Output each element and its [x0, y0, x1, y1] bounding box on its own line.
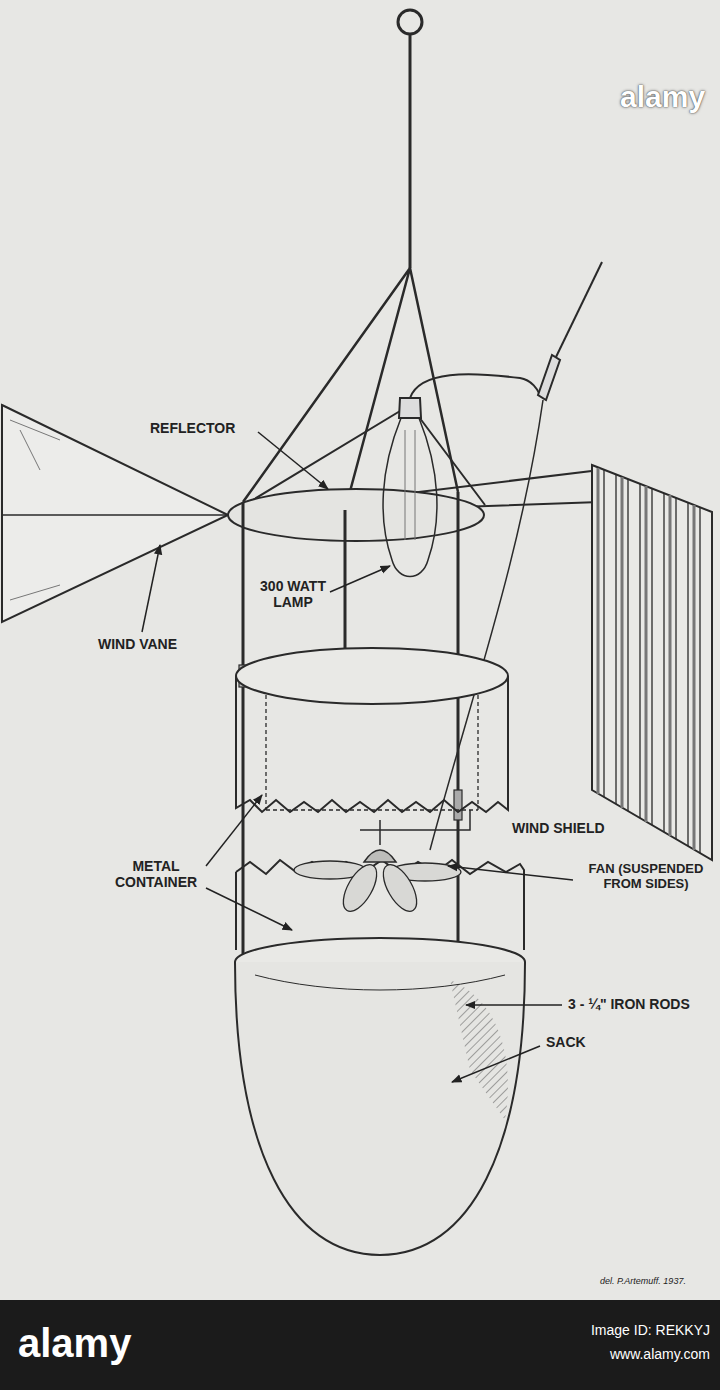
part-label: WIND VANE	[98, 636, 208, 652]
metal-container	[236, 648, 524, 950]
watermark-url: www.alamy.com	[470, 1346, 710, 1362]
watermark-bar	[0, 1300, 720, 1390]
image-id: Image ID: REKKYJ	[470, 1322, 710, 1338]
part-label: WIND SHIELD	[512, 820, 622, 836]
fan-cable	[430, 400, 543, 850]
leader-lines	[142, 432, 573, 1082]
wind-vane	[2, 405, 228, 622]
fan	[294, 810, 470, 917]
vane-axis	[2, 514, 228, 516]
suspension-cords	[243, 268, 458, 510]
part-label: METAL CONTAINER	[104, 858, 208, 890]
part-label: SACK	[546, 1034, 626, 1050]
lamp-bulb	[383, 418, 437, 577]
artist-signature: del. P.Artemuff. 1937.	[600, 1276, 716, 1286]
plug	[538, 355, 560, 400]
lamp-cable	[410, 374, 540, 398]
hanging-ring	[398, 10, 422, 34]
vane-shading	[10, 420, 60, 600]
wind-shield	[592, 465, 712, 860]
watermark: alamy	[620, 80, 715, 115]
part-label: 300 WATT LAMP	[256, 578, 330, 610]
part-label: REFLECTOR	[150, 420, 260, 436]
cord	[409, 34, 412, 268]
lamp-filament	[405, 430, 415, 540]
sack	[235, 938, 525, 1255]
power-cable	[556, 262, 602, 357]
part-label: FAN (SUSPENDED FROM SIDES)	[576, 862, 716, 892]
reflector-rim	[228, 489, 484, 541]
watermark-logo: alamy	[18, 1320, 218, 1366]
lamp-socket	[399, 398, 421, 418]
part-label: 3 - ¼" IRON RODS	[568, 996, 713, 1012]
